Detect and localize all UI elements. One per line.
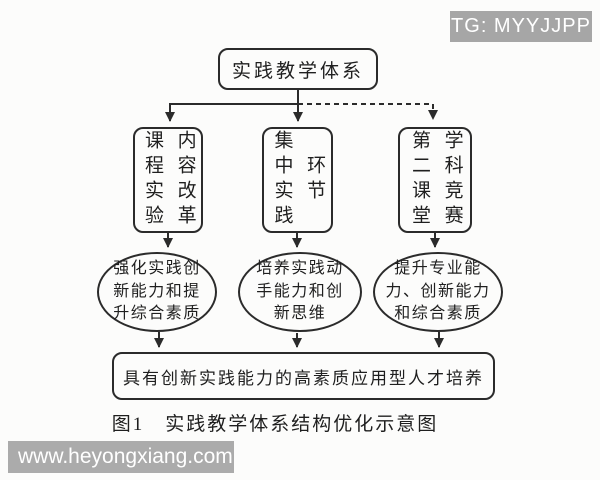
node-goal-talent-cultivation: 具有创新实践能力的高素质应用型人才培养 bbox=[112, 352, 495, 400]
node-branch3-label: 第二课堂 学科竞赛 bbox=[409, 130, 463, 230]
node-branch-course-experiment-reform: 课程实验 内容改革 bbox=[133, 127, 203, 233]
node-outcome-professional-ability: 提升专业能 力、创新能力 和综合素质 bbox=[373, 252, 503, 332]
node-outcome1-label: 强化实践创 新能力和提 升综合素质 bbox=[113, 259, 201, 323]
edge-root-right-branch-dashed bbox=[298, 103, 438, 120]
node-root: 实践教学体系 bbox=[218, 48, 378, 90]
edge-root-left-branch bbox=[165, 103, 299, 122]
node-branch2-label: 集中实践 环节 bbox=[271, 130, 326, 230]
node-branch-second-classroom-competition: 第二课堂 学科竞赛 bbox=[398, 127, 472, 233]
figure-caption: 图1 实践教学体系结构优化示意图 bbox=[111, 414, 439, 435]
node-outcome-strengthen-innovation: 强化实践创 新能力和提 升综合素质 bbox=[97, 252, 217, 332]
node-outcome3-label: 提升专业能 力、创新能力 和综合素质 bbox=[385, 259, 491, 323]
node-outcome-hands-on-ability: 培养实践动 手能力和创 新思维 bbox=[238, 252, 362, 332]
node-branch-concentrated-practice: 集中实践 环节 bbox=[262, 127, 333, 233]
telegram-badge: TG: MYYJJPP bbox=[450, 11, 592, 42]
node-goal-label: 具有创新实践能力的高素质应用型人才培养 bbox=[123, 368, 484, 388]
node-branch1-label: 课程实验 内容改革 bbox=[142, 130, 196, 230]
watermark-text: www.heyongxiang.com bbox=[18, 445, 233, 468]
watermark-bar: www.heyongxiang.com bbox=[8, 441, 234, 473]
telegram-badge-text: TG: MYYJJPP bbox=[451, 15, 591, 37]
node-outcome2-label: 培养实践动 手能力和创 新思维 bbox=[256, 259, 344, 323]
node-root-label: 实践教学体系 bbox=[231, 60, 364, 82]
